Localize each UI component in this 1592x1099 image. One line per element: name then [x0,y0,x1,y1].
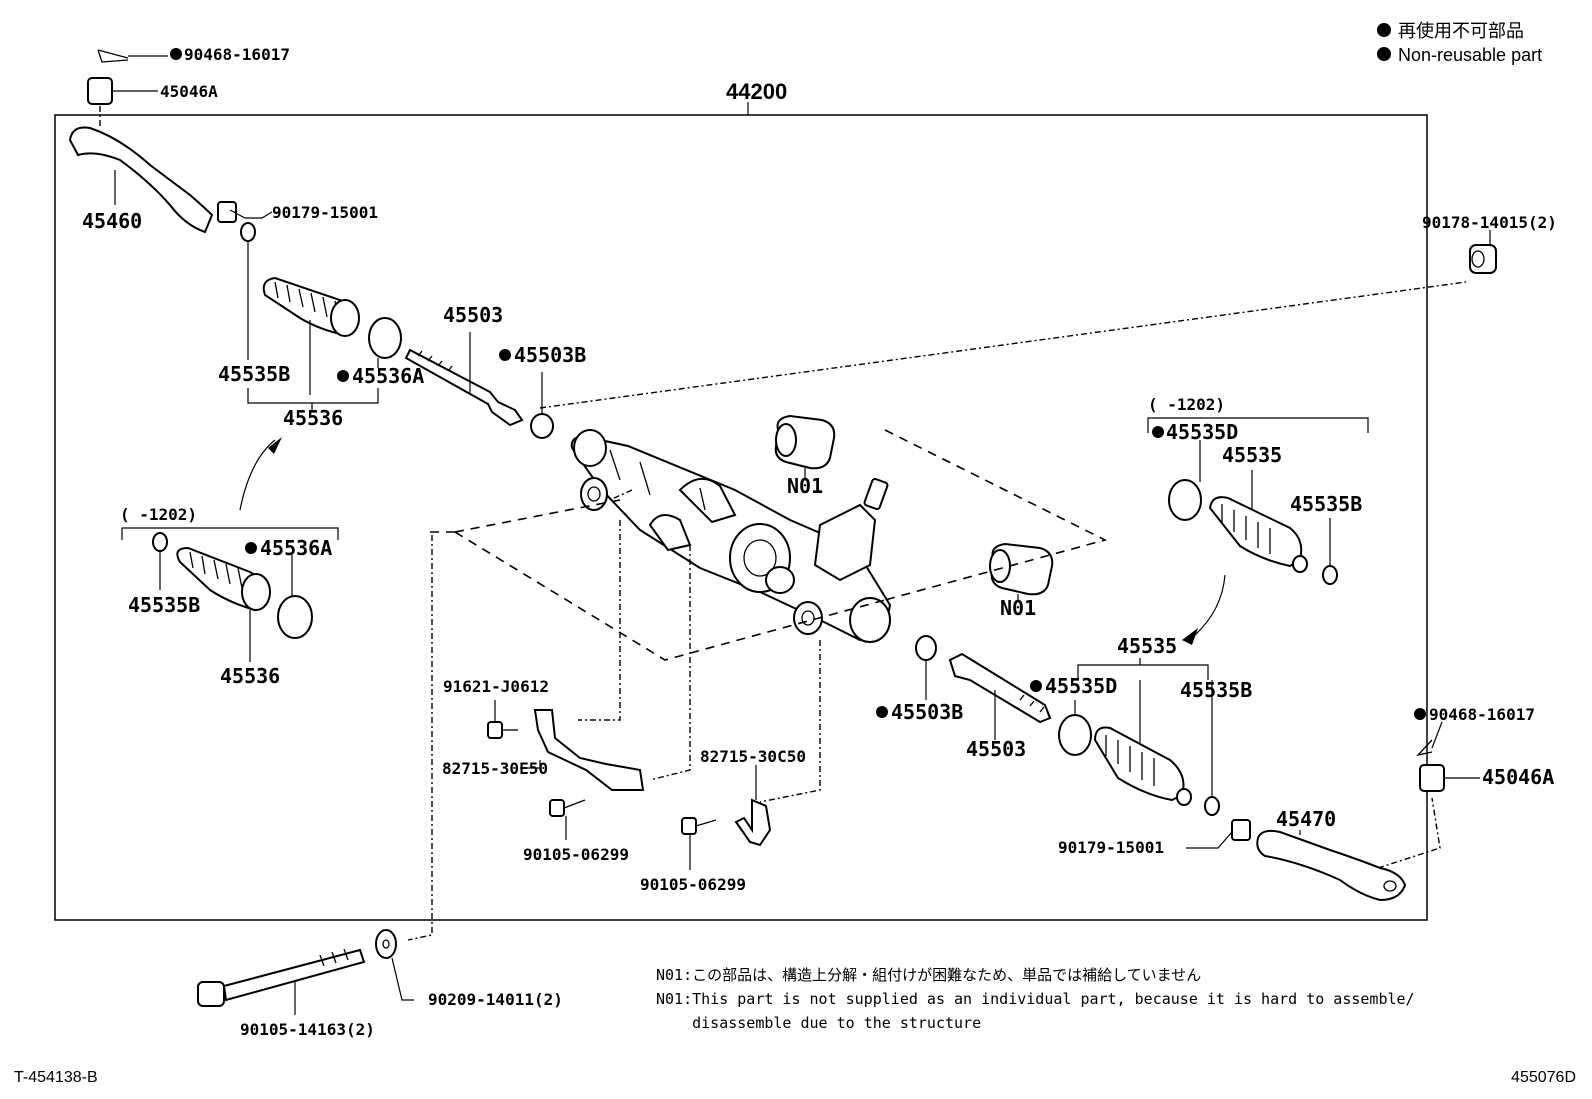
part-label: 90468-16017 [1429,705,1535,724]
part-label: 45046A [1482,765,1554,789]
legend: 再使用不可部品 Non-reusable part [1377,21,1542,65]
legend-jp: 再使用不可部品 [1398,21,1524,41]
non-reusable-bullet-icon [337,370,349,382]
boot-clip-right-lower: 45535B [1180,678,1252,816]
steering-boot-right-lower [1093,680,1192,806]
boot-clip-right-upper: 45535B [1290,492,1362,585]
notes-block: N01:この部品は、構造上分解・組付けが困難なため、単品では補給していません N… [656,966,1415,1032]
grommet-n01-upper: N01 [774,414,836,498]
footer-left-ref: T-454138-B [14,1069,98,1086]
part-label: N01 [1000,596,1036,620]
part-label: 45535B [1290,492,1362,516]
screw-90105-06299-a: 90105-06299 [523,799,629,864]
part-label: 45535 [1117,634,1177,658]
claw-washer-lower: 45503B [876,635,963,724]
assembly-frame [54,114,1428,921]
non-reusable-bullet-icon [1377,47,1391,61]
grommet-n01-lower: N01 [989,542,1054,620]
boot-clip-small-lower: 45535B [128,532,200,617]
boot-clamp-upper: 45536A [337,317,424,388]
part-label: 45536A [260,536,332,560]
non-reusable-bullet-icon [1152,426,1164,438]
part-label: 90105-14163(2) [240,1020,375,1039]
legend-en: Non-reusable part [1398,45,1542,65]
part-label: 90105-06299 [523,845,629,864]
part-label: 90105-06299 [640,875,746,894]
footer-right-ref: 455076D [1511,1069,1576,1086]
screw-90105-06299-b: 90105-06299 [640,817,746,894]
part-label: 45503 [966,737,1026,761]
assembly-label: 44200 [726,79,787,104]
lock-nut-left: 90179-15001 [217,201,378,223]
claw-washer-upper: 45503B [499,343,586,439]
part-label: 45536 [283,406,343,430]
part-label: 45535D [1166,420,1238,444]
part-label: 91621-J0612 [443,677,549,696]
steering-boot-upper [262,276,360,395]
non-reusable-bullet-icon [1414,708,1426,720]
part-label: 45460 [82,209,142,233]
non-reusable-bullet-icon [245,542,257,554]
boot-clamp-right-upper: 45535D [1152,420,1238,521]
boot-clip-small-upper: 45535B [218,222,290,386]
cotter-pin-right: 90468-16017 [1414,705,1535,757]
inner-tie-rod-lower: 45503 [948,652,1052,761]
non-reusable-bullet-icon [170,48,182,60]
inner-tie-rod-upper: 45503 [404,303,524,427]
bushing-top-right: 90178-14015(2) [1422,213,1557,274]
part-label: 45535B [128,593,200,617]
part-label: 90468-16017 [184,45,290,64]
part-label: 45503B [891,700,963,724]
part-label: 45536 [220,664,280,688]
washer-90209-14011: 90209-14011(2) [375,929,563,1009]
non-reusable-bullet-icon [1030,680,1042,692]
housing-bushing-left [580,477,608,511]
bolt-91621: 91621-J0612 [443,677,549,739]
note-n01-jp: N01:この部品は、構造上分解・組付けが困難なため、単品では補給していません [656,966,1201,984]
rack-housing [570,429,892,643]
sensor-bracket-82715-30E50: 82715-30E50 [442,709,645,791]
boot-clamp-right-lower: 45535D [1030,674,1117,756]
steering-boot-lower: 45536 [176,546,280,688]
part-label: 45046A [160,82,218,101]
castle-nut-right: 45046A [1419,764,1554,792]
sensor-bracket-82715-30C50: 82715-30C50 [700,747,806,847]
part-label: 45503B [514,343,586,367]
range-label-right: ( -1202) [1148,395,1225,414]
part-label: N01 [787,474,823,498]
part-label: 90178-14015(2) [1422,213,1557,232]
steering-boot-right-upper: 45535 [1208,443,1308,573]
note-n01-en-1: N01:This part is not supplied as an indi… [656,990,1415,1008]
part-label: 90179-15001 [272,203,378,222]
lock-nut-right: 90179-15001 [1058,819,1251,857]
tie-rod-end-right: 45470 [1256,807,1407,902]
part-label: 45535B [1180,678,1252,702]
boot-clamp-lower: 45536A [245,536,332,639]
note-n01-en-2: disassemble due to the structure [656,1014,981,1032]
castle-nut-top-left: 45046A [87,77,218,105]
non-reusable-bullet-icon [876,706,888,718]
part-label: 90179-15001 [1058,838,1164,857]
part-label: 45536A [352,364,424,388]
part-label: 82715-30E50 [442,759,548,778]
part-label: 45535B [218,362,290,386]
non-reusable-bullet-icon [499,349,511,361]
non-reusable-bullet-icon [1377,23,1391,37]
tie-rod-end-left: 45460 [68,126,214,234]
range-label-left: ( -1202) [120,505,197,524]
part-label: 45470 [1276,807,1336,831]
cotter-pin-top-left: 90468-16017 [97,45,290,64]
part-label: 82715-30C50 [700,747,806,766]
part-label: 45503 [443,303,503,327]
part-label: 45535D [1045,674,1117,698]
part-label: 45535 [1222,443,1282,467]
long-bolt-90105-14163: 90105-14163(2) [197,948,375,1039]
part-label: 90209-14011(2) [428,990,563,1009]
